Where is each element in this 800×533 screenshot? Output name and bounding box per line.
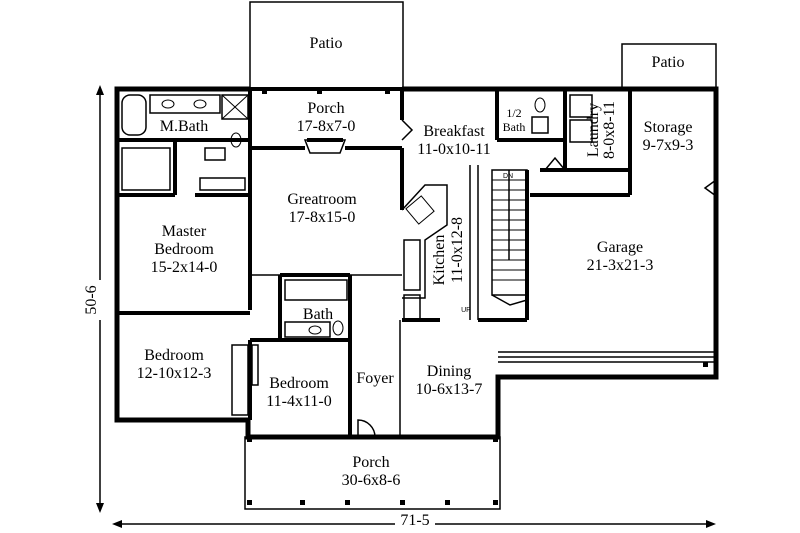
porch-rear-size: 17-8x7-0 — [297, 118, 356, 135]
greatroom-label: Greatroom — [287, 191, 357, 208]
master-closet-2 — [199, 177, 246, 191]
kitchen-label: Kitchen — [431, 235, 448, 286]
stair-up-label: UP — [461, 307, 471, 314]
storage-size: 9-7x9-3 — [643, 137, 694, 154]
patio-right-label: Patio — [652, 54, 685, 71]
bedroom3-label: Bedroom — [269, 375, 329, 392]
dining-size: 10-6x13-7 — [416, 381, 483, 398]
fridge — [403, 239, 421, 291]
bedroom3-closet — [251, 344, 259, 386]
master-closet-1 — [121, 147, 171, 191]
foyer-door — [357, 419, 376, 438]
width-dimension-label: 71-5 — [400, 512, 429, 529]
kitchen-counter — [401, 184, 448, 299]
patio-top-label: Patio — [310, 35, 343, 52]
breakfast-size: 11-0x10-11 — [417, 141, 490, 158]
porch-front-label: Porch — [352, 454, 389, 471]
mbath-shower — [221, 94, 249, 120]
kitchen-sink — [405, 195, 435, 225]
stair-down-label: DN — [503, 173, 513, 180]
depth-dimension-label: 50-6 — [83, 285, 100, 314]
half-bath-label-2: Bath — [503, 120, 526, 134]
mbath-vanity — [149, 94, 221, 114]
dining-label: Dining — [427, 363, 471, 380]
front-porch-outline — [244, 436, 501, 510]
bath-label: Bath — [303, 306, 333, 323]
breakfast-door — [401, 119, 414, 141]
mbath-toilet — [230, 132, 242, 148]
washer — [569, 94, 593, 118]
master-label-2: Bedroom — [154, 241, 214, 258]
master-label: Master — [162, 223, 207, 240]
laundry-door — [544, 156, 566, 171]
master-closet-3 — [204, 147, 226, 161]
foyer-label: Foyer — [356, 370, 394, 387]
master-size: 15-2x14-0 — [151, 259, 218, 276]
dryer — [569, 119, 593, 143]
garage-size: 21-3x21-3 — [587, 257, 654, 274]
bedroom2-label: Bedroom — [144, 347, 204, 364]
greatroom-size: 17-8x15-0 — [289, 209, 356, 226]
mbath-label: M.Bath — [160, 118, 208, 135]
porch-posts — [247, 89, 708, 505]
kitchen-size: 11-0x12-8 — [449, 217, 466, 283]
staircase — [491, 169, 528, 306]
porch-rear-label: Porch — [307, 100, 344, 117]
mbath-sink-2 — [193, 99, 207, 109]
hall-bath-toilet — [332, 320, 344, 336]
bedroom3-size: 11-4x11-0 — [266, 393, 331, 410]
patio-right-outline — [621, 43, 717, 89]
half-bath-toilet — [534, 97, 546, 113]
garage-door — [703, 179, 717, 197]
pantry — [403, 294, 421, 321]
hall-bath-vanity — [284, 321, 331, 338]
mbath-tub — [121, 94, 147, 136]
hall-bath-tub — [284, 279, 348, 301]
breakfast-label: Breakfast — [423, 123, 485, 140]
laundry-size: 8-0x8-11 — [601, 101, 618, 159]
bedroom2-closet — [231, 344, 249, 416]
half-bath-sink — [531, 116, 549, 134]
storage-label: Storage — [644, 119, 693, 136]
half-bath-label: 1/2 — [506, 106, 521, 120]
garage-label: Garage — [597, 239, 643, 256]
porch-front-size: 30-6x8-6 — [342, 472, 401, 489]
bedroom2-size: 12-10x12-3 — [137, 365, 212, 382]
mbath-sink-1 — [161, 99, 175, 109]
laundry-label: Laundry — [585, 103, 602, 157]
